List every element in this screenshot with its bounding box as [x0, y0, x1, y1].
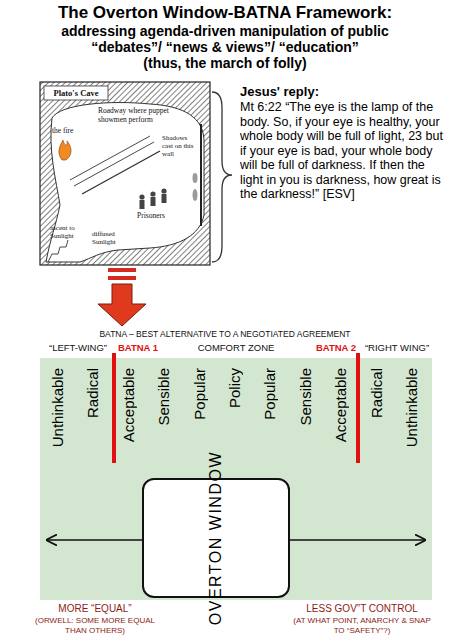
curly-bracket: [212, 92, 232, 262]
cave-part-label: ascent to Sunlight: [50, 224, 90, 240]
spectrum-label: Unthinkable: [49, 368, 67, 447]
cave-part-label: Shadows cast on this wall: [162, 134, 198, 158]
spectrum-label: Unthinkable: [403, 368, 421, 447]
spectrum-label: Acceptable: [120, 368, 138, 442]
cave-rock: [40, 82, 210, 265]
prisoner-head: [161, 188, 166, 193]
overton-window-box: OVERTON WINDOW: [142, 478, 290, 598]
down-arrow: [98, 284, 146, 326]
spectrum-band: Unthinkable Radical Acceptable Sensible Popu…: [40, 358, 432, 600]
roadway-line: [70, 136, 150, 180]
parapet-wall: [82, 151, 160, 194]
diagram-title: The Overton Window-BATNA Framework:: [5, 3, 445, 22]
cave-wall: [200, 124, 202, 226]
spectrum-label: Popular: [191, 368, 209, 420]
prisoner-head: [139, 194, 144, 199]
cave-part-label: the fire: [52, 127, 92, 136]
prisoner-head: [150, 191, 155, 196]
axis-end-note: (AT WHAT POINT, ANARCHY & SNAP TO “SAFET…: [292, 616, 432, 636]
cave-title-box: [44, 86, 108, 100]
shadow-shape: [193, 173, 198, 183]
fire-symbol: [59, 140, 71, 160]
cave-illustration: [40, 82, 210, 265]
spectrum-label: Popular: [261, 368, 279, 420]
ascent-steps: [48, 240, 68, 262]
prisoner-figures: [139, 188, 166, 209]
prisoner-body: [162, 194, 167, 203]
spectrum-label: Policy: [226, 368, 244, 408]
spectrum-label: Radical: [368, 368, 386, 418]
batna-label: BATNA 1: [115, 342, 161, 353]
equals-sign: [108, 268, 136, 272]
batna-definition: BATNA – BEST ALTERNATIVE TO A NEGOTIATED…: [55, 329, 395, 339]
zone-label: COMFORT ZONE: [190, 342, 282, 353]
equals-sign: [108, 276, 136, 280]
shadow-figures: [193, 173, 198, 201]
window-label: OVERTON WINDOW: [207, 451, 225, 625]
cave-part-label: Prisoners: [137, 212, 179, 221]
spectrum-label: Radical: [84, 368, 102, 418]
axis-end-note: (ORWELL: SOME MORE EQUAL THAN OTHERS): [30, 616, 160, 636]
quote-text: Mt 6:22 “The eye is the lamp of the body…: [240, 100, 444, 202]
shadow-shape: [193, 189, 198, 201]
cave-part-label: diffused Sunlight: [92, 230, 134, 246]
wing-label: “RIGHT WING”: [359, 342, 435, 353]
cave-interior: [46, 103, 204, 262]
batna-label: BATNA 2: [313, 342, 359, 353]
axis-end-label: LESS GOV”T CONTROL: [287, 603, 437, 615]
cave-title: Plato's Cave: [44, 88, 108, 98]
subtitle: (thus, the march of folly): [75, 55, 375, 71]
wing-label: “LEFT-WING”: [40, 342, 116, 353]
spectrum-label: Sensible: [155, 368, 173, 426]
prisoner-body: [151, 197, 156, 206]
roadway-line: [74, 142, 154, 186]
spectrum-label: Acceptable: [332, 368, 350, 442]
axis-end-label: MORE “EQUAL”: [25, 603, 165, 615]
subtitle: addressing agenda-driven manipulation of…: [40, 23, 410, 55]
spectrum-label: Sensible: [297, 368, 315, 426]
prisoner-body: [140, 200, 145, 209]
quote-heading: Jesus' reply:: [240, 84, 445, 99]
cave-part-label: Roadway where puppet showmen perform: [98, 107, 170, 124]
